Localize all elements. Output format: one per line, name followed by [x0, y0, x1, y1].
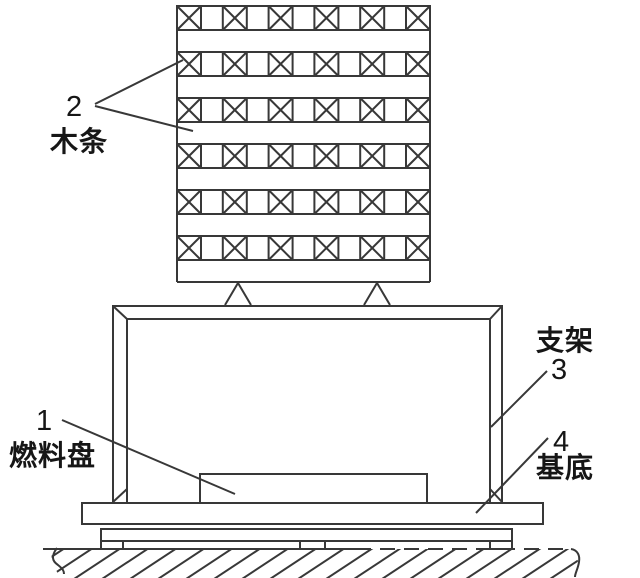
ground-edge-right	[570, 548, 581, 578]
ground	[43, 547, 581, 578]
triangle-support-right	[363, 281, 391, 306]
pallet-foot-right	[489, 540, 513, 550]
callout-base-label: 基底	[536, 452, 595, 483]
base-plate	[81, 502, 544, 525]
leader-base	[475, 437, 549, 514]
pallet-foot-left	[100, 540, 124, 550]
ground-edge-left	[52, 547, 65, 575]
base-pallet	[100, 528, 513, 550]
pallet-foot-middle	[299, 540, 326, 550]
pallet-beam	[100, 528, 513, 542]
callout-wood-strips-number: 2	[66, 91, 83, 123]
frame-inner	[126, 318, 491, 503]
callout-support-frame-number: 3	[551, 354, 568, 386]
callout-support-frame-label: 支架	[536, 325, 595, 356]
support-frame	[112, 305, 503, 503]
callout-wood-strips-label: 木条	[50, 126, 109, 157]
callout-base-number: 4	[553, 426, 570, 458]
frame-miter-bottom-right	[489, 488, 503, 503]
ground-hatch	[51, 549, 578, 578]
callout-fuel-pan-number: 1	[36, 405, 53, 437]
frame-miter-top-left	[112, 305, 128, 320]
leader-wood-upper	[94, 59, 184, 105]
fuel-pan	[199, 473, 428, 504]
callout-fuel-pan-label: 燃料盘	[9, 440, 97, 471]
leader-fuel-pan	[61, 419, 236, 495]
triangle-support-left	[224, 281, 252, 306]
leader-lines	[61, 59, 549, 514]
leader-frame	[490, 370, 548, 428]
wood-crib	[176, 5, 431, 283]
crib-support-triangles	[224, 281, 391, 306]
frame-outer	[112, 305, 503, 503]
frame-miter-top-right	[489, 305, 503, 320]
frame-miter-bottom-left	[112, 488, 128, 503]
leader-wood-lower	[94, 105, 194, 132]
